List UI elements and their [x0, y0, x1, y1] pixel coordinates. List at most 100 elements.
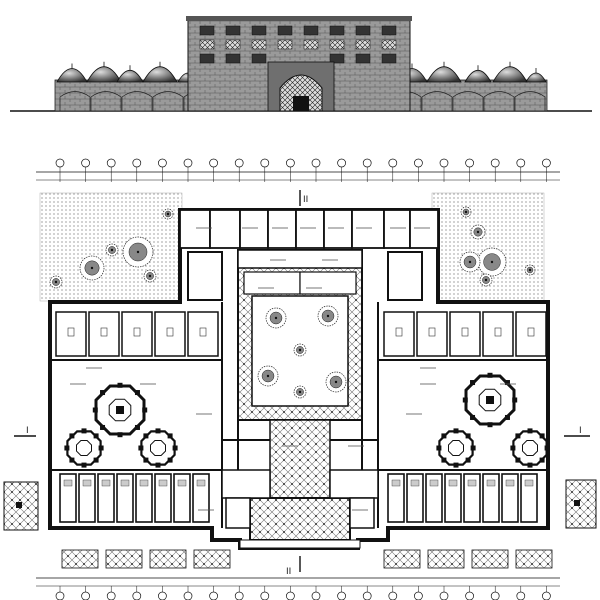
north-room [383, 209, 411, 249]
entrance-steps [239, 539, 361, 549]
dome [116, 69, 144, 83]
hall-pier [142, 407, 148, 413]
grid-bubble [158, 158, 167, 168]
grid-bubble [388, 591, 398, 600]
terrace-tile-panel [193, 549, 231, 569]
grid-bubble [465, 158, 474, 168]
wing-dressing-rooms [55, 311, 547, 357]
hall-fountain [486, 396, 494, 404]
grid-bubble [209, 591, 218, 600]
dressing-room [154, 311, 186, 357]
hall-pier [143, 433, 149, 439]
dressing-room [121, 311, 153, 357]
bath-cabin-rows [59, 473, 538, 523]
dressing-bench [428, 327, 436, 337]
grid-bubble [465, 591, 474, 600]
dressing-bench [133, 327, 141, 337]
south-terrace-paving [61, 549, 553, 569]
hall-pier [167, 457, 173, 463]
grid-bubble [337, 158, 346, 168]
section-mark-left: I [26, 426, 29, 436]
section-marks [14, 190, 590, 572]
cabin-tub [101, 479, 111, 487]
grid-bubble [439, 591, 449, 600]
terrace-tile-panel [61, 549, 99, 569]
grid-bubble [132, 158, 142, 168]
octagonal-pool [522, 440, 538, 456]
hall-pier [100, 390, 106, 396]
north-room [179, 209, 211, 249]
window [199, 25, 215, 36]
terrace-tile-panel [427, 549, 465, 569]
column-grid-top [36, 158, 560, 182]
cabin-tub [410, 479, 420, 487]
dressing-room [482, 311, 514, 357]
tree-trunk [298, 348, 302, 352]
cabin-tub [196, 479, 206, 487]
terrace-tile-panel [471, 549, 509, 569]
grid-bubble [516, 158, 526, 168]
portal-door [293, 96, 309, 111]
wing-arch [483, 91, 515, 111]
grid-bubble [132, 591, 142, 600]
window [355, 25, 371, 36]
grid-bubble [158, 591, 167, 600]
wing-arch [514, 91, 546, 111]
hall-pier [515, 457, 521, 463]
tree-trunk [484, 278, 488, 282]
hall-pier [155, 462, 161, 468]
hall-pier [465, 433, 471, 439]
grid-bubble [362, 591, 372, 600]
window [277, 25, 293, 36]
terrace-tile-panel [105, 549, 143, 569]
octagonal-bath-halls [64, 372, 550, 468]
window [251, 25, 267, 36]
hall-pier [69, 433, 75, 439]
window [225, 25, 241, 36]
grid-bubble [542, 158, 551, 168]
entrance-porch [249, 497, 351, 541]
hall-pier [504, 414, 510, 420]
section-mark-top: II [303, 195, 308, 205]
grid-bubble [106, 591, 116, 600]
hall-pier [64, 445, 70, 451]
hall-pier [138, 445, 144, 451]
hall-pier [92, 407, 98, 413]
column-grid-bottom [36, 577, 560, 600]
central-block-windows [199, 25, 397, 64]
facade-elevation [10, 16, 592, 112]
grid-bubble [81, 591, 90, 600]
window [355, 53, 371, 64]
hall-pier [453, 428, 459, 434]
tree-trunk [136, 250, 140, 254]
dressing-room [383, 311, 415, 357]
window [355, 39, 371, 50]
cabin-tub [486, 479, 496, 487]
hall-pier [453, 462, 459, 468]
cabin-tub [82, 479, 92, 487]
grid-bubble [55, 591, 65, 600]
cabin-tub [524, 479, 534, 487]
grid-bubble [81, 158, 90, 168]
hall-pier [510, 445, 516, 451]
dressing-bench [494, 327, 502, 337]
dome [525, 72, 547, 83]
dressing-bench [67, 327, 75, 337]
octagonal-pool [478, 388, 502, 412]
octagonal-pool [108, 398, 132, 422]
tree-trunk [334, 380, 338, 384]
hall-pier [539, 433, 545, 439]
grid-bubble [542, 591, 551, 600]
grid-bubble [286, 591, 295, 600]
hall-pier [470, 380, 476, 386]
grid-bubble [516, 591, 526, 600]
tree-trunk [274, 316, 278, 320]
dome [426, 66, 462, 83]
hall-pier [117, 382, 123, 388]
window [225, 39, 241, 50]
terrace-tile-panel [515, 549, 553, 569]
hall-pier [100, 424, 106, 430]
dressing-room [187, 311, 219, 357]
grid-bubble [490, 591, 500, 600]
cabin-tub [505, 479, 515, 487]
